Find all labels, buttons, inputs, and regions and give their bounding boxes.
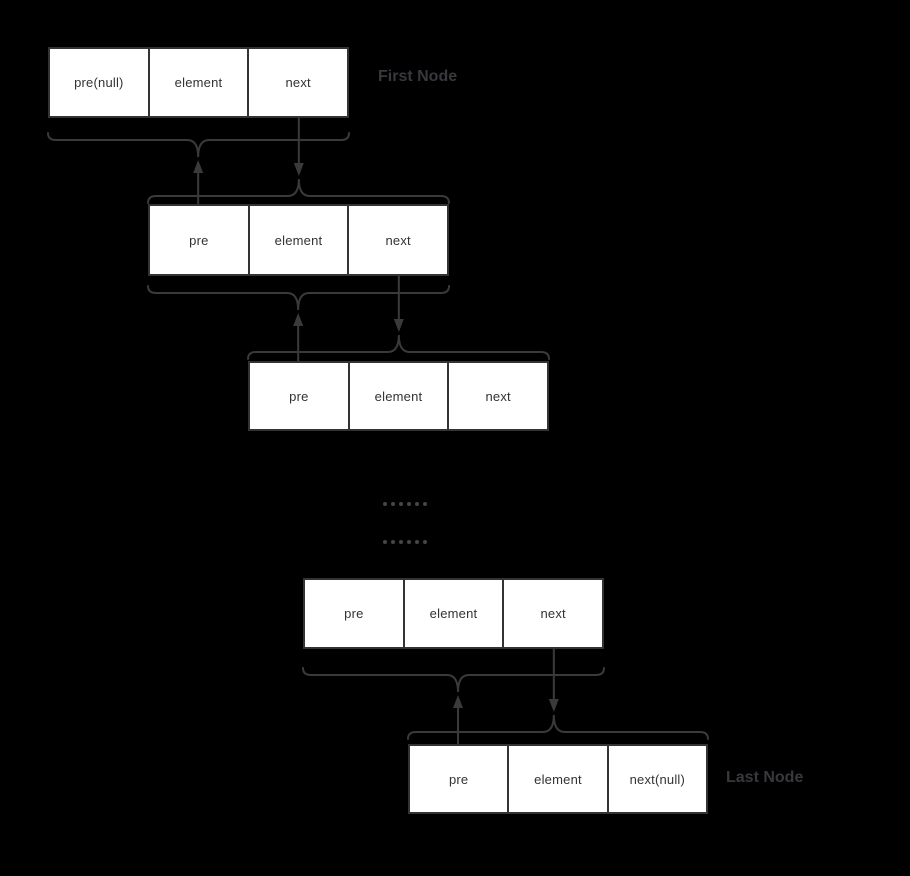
pre-cell: pre [289, 388, 309, 404]
brace-under-second-node [147, 285, 450, 311]
ellipsis-dot [391, 540, 395, 544]
next-cell: next [447, 363, 547, 429]
ellipsis-dot [383, 502, 387, 506]
element-cell: element [147, 49, 248, 116]
next-cell: next(null) [606, 746, 706, 812]
next-pointer-arrow-head [548, 699, 559, 712]
first-node: pre(null) element next [48, 47, 349, 118]
brace-over-last-node [407, 714, 709, 740]
first-node-label: First Node [378, 68, 458, 85]
element-cell: element [507, 746, 606, 812]
ellipsis-dot [415, 540, 419, 544]
ellipsis-dot [407, 502, 411, 506]
next-cell: next [347, 206, 447, 274]
second-node: pre element next [148, 204, 449, 276]
ellipsis-dot [407, 540, 411, 544]
ellipsis-dot [383, 540, 387, 544]
brace-over-third-node [247, 334, 550, 360]
brace-under-first-node [47, 132, 350, 158]
pre-cell: pre [344, 606, 364, 621]
brace-under-fourth-node [302, 667, 605, 693]
pre-pointer-arrow-head [293, 313, 304, 326]
last-node-label: Last Node [726, 769, 804, 786]
pre-cell: pre(null) [74, 75, 124, 90]
ellipsis-dot [391, 502, 395, 506]
pre-cell: pre [448, 771, 469, 787]
next-pointer-arrow-head [293, 163, 304, 176]
fourth-node: pre element next [303, 578, 604, 649]
element-cell: element [347, 363, 448, 429]
next-cell: next [247, 49, 347, 116]
pre-pointer-arrow-head [453, 695, 463, 708]
next-cell: next [502, 580, 602, 647]
ellipsis-dot [423, 502, 427, 506]
last-node: pre element next(null) [408, 744, 708, 814]
third-node: pre element next [248, 361, 549, 431]
element-cell: element [247, 206, 348, 274]
element-cell: element [402, 580, 503, 647]
ellipsis-dot [399, 502, 403, 506]
ellipsis-dot [423, 540, 427, 544]
pre-cell: pre [189, 232, 209, 248]
ellipsis-dot [415, 502, 419, 506]
ellipsis-dot [399, 540, 403, 544]
brace-over-second-node [147, 178, 450, 204]
pre-pointer-arrow-head [193, 160, 204, 173]
next-pointer-arrow-head [393, 319, 404, 332]
